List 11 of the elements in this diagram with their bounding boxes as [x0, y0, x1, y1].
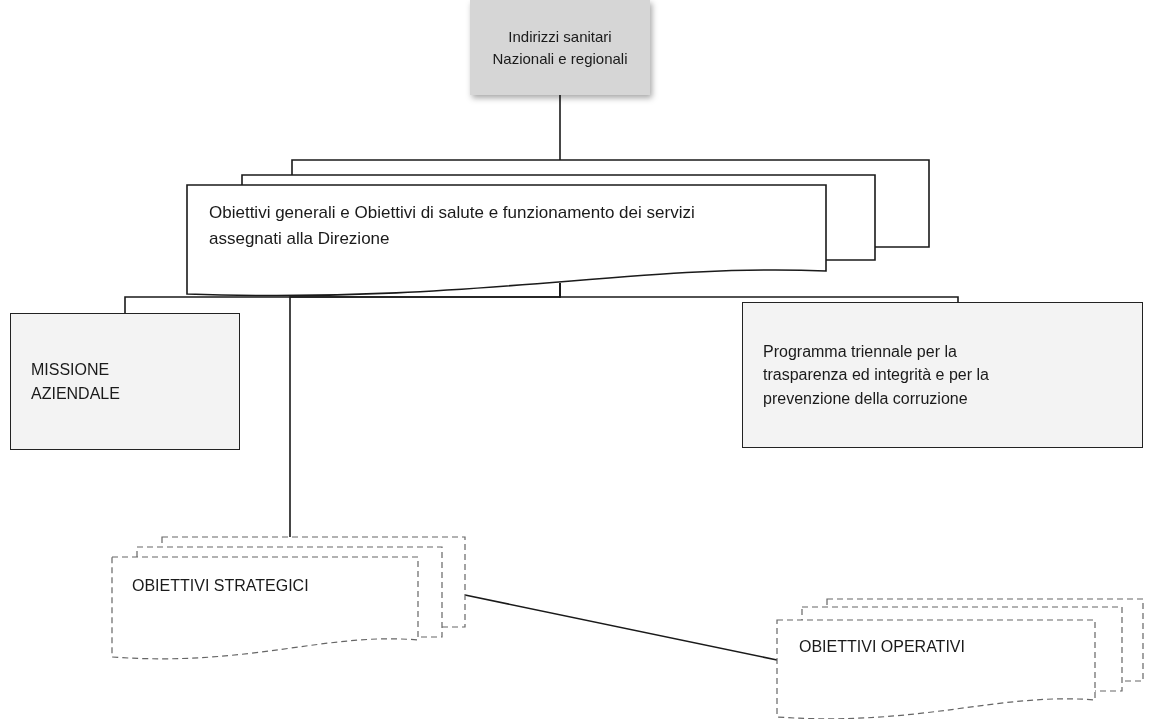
node-text: OBIETTIVI STRATEGICI — [132, 576, 310, 596]
process-box — [742, 302, 1143, 448]
process-box — [10, 313, 240, 450]
connector-line — [559, 282, 959, 303]
node-text: MISSIONE AZIENDALE — [31, 360, 121, 404]
connector-line — [559, 94, 561, 161]
node-text: OBIETTIVI OPERATIVI — [799, 637, 966, 657]
node-text: Indirizzi sanitari Nazionali e regionali — [491, 26, 629, 69]
node-text: Programma triennale per la trasparenza ed integrità e per la prevenzione della corruzione — [763, 342, 990, 409]
shaded-box — [470, 0, 650, 95]
node-text: Obiettivi generali e Obiettivi di salute e funzionamento dei servizi assegnati alla Direzione — [209, 202, 696, 250]
